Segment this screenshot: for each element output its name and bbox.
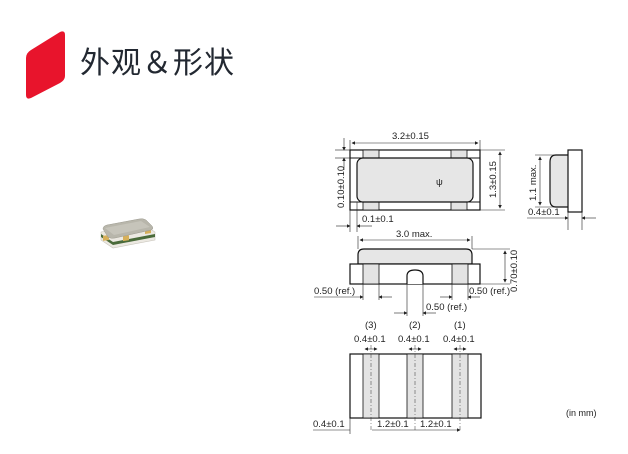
- terminal-label-1: (1): [454, 320, 466, 331]
- side-height-dim: 1.1 max.: [528, 165, 539, 201]
- terminal-width-1: 0.4±0.1: [443, 334, 475, 345]
- bottom-edge-dim: 0.4±0.1: [313, 419, 345, 430]
- top-height-dim: 1.3±0.15: [488, 161, 499, 198]
- units-note: (in mm): [566, 408, 597, 418]
- front-height-dim: 0.70±0.10: [509, 250, 520, 292]
- section-header: 外观＆形状: [0, 0, 628, 110]
- terminal-width-2: 0.4±0.1: [398, 334, 430, 345]
- front-center-ref-dim: 0.50 (ref.): [426, 302, 467, 313]
- marking-symbol: ψ: [436, 177, 443, 188]
- front-view: [349, 248, 481, 285]
- terminal-width-3: 0.4±0.1: [354, 334, 386, 345]
- bottom-pitch-dim-1: 1.2±0.1: [377, 419, 409, 430]
- side-thickness-dim: 0.4±0.1: [528, 207, 560, 218]
- page-title: 外观＆形状: [80, 46, 235, 81]
- top-bottom-offset-dim: 0.1±0.1: [362, 214, 394, 225]
- terminal-label-3: (3): [365, 320, 377, 331]
- side-view: [549, 149, 583, 213]
- terminal-label-2: (2): [409, 320, 421, 331]
- front-left-ref-dim: 0.50 (ref.): [314, 286, 355, 297]
- component-photo: [100, 218, 156, 249]
- top-width-dim: 3.2±0.15: [392, 131, 429, 142]
- top-view: [349, 149, 481, 211]
- top-left-offset-dim: 0.10±0.10: [336, 166, 347, 208]
- red-parallelogram-icon: [26, 31, 65, 99]
- bottom-view: [349, 353, 482, 419]
- front-width-dim: 3.0 max.: [396, 229, 432, 240]
- front-right-ref-dim: 0.50 (ref.): [469, 286, 510, 297]
- bottom-pitch-dim-2: 1.2±0.1: [420, 419, 452, 430]
